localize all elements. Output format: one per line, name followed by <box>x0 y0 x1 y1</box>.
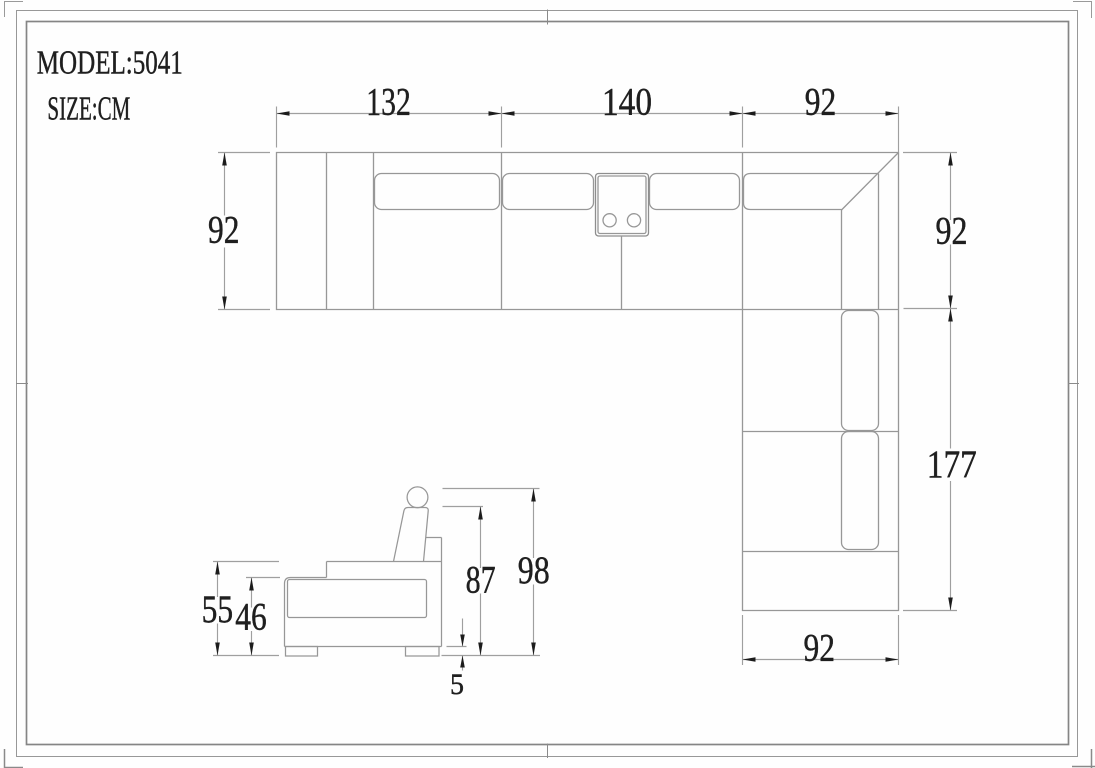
svg-text:55: 55 <box>202 588 234 631</box>
svg-text:92: 92 <box>804 627 836 670</box>
svg-text:92: 92 <box>936 210 968 253</box>
svg-text:46: 46 <box>235 596 267 639</box>
svg-text:5: 5 <box>450 668 464 701</box>
svg-text:MODEL:5041: MODEL:5041 <box>37 45 183 82</box>
svg-text:98: 98 <box>518 549 550 592</box>
svg-text:SIZE:CM: SIZE:CM <box>47 90 130 127</box>
svg-text:92: 92 <box>208 209 240 252</box>
svg-text:132: 132 <box>366 81 411 124</box>
svg-text:140: 140 <box>602 81 652 124</box>
svg-text:92: 92 <box>805 81 837 124</box>
svg-text:177: 177 <box>927 443 977 486</box>
svg-text:87: 87 <box>466 559 496 602</box>
